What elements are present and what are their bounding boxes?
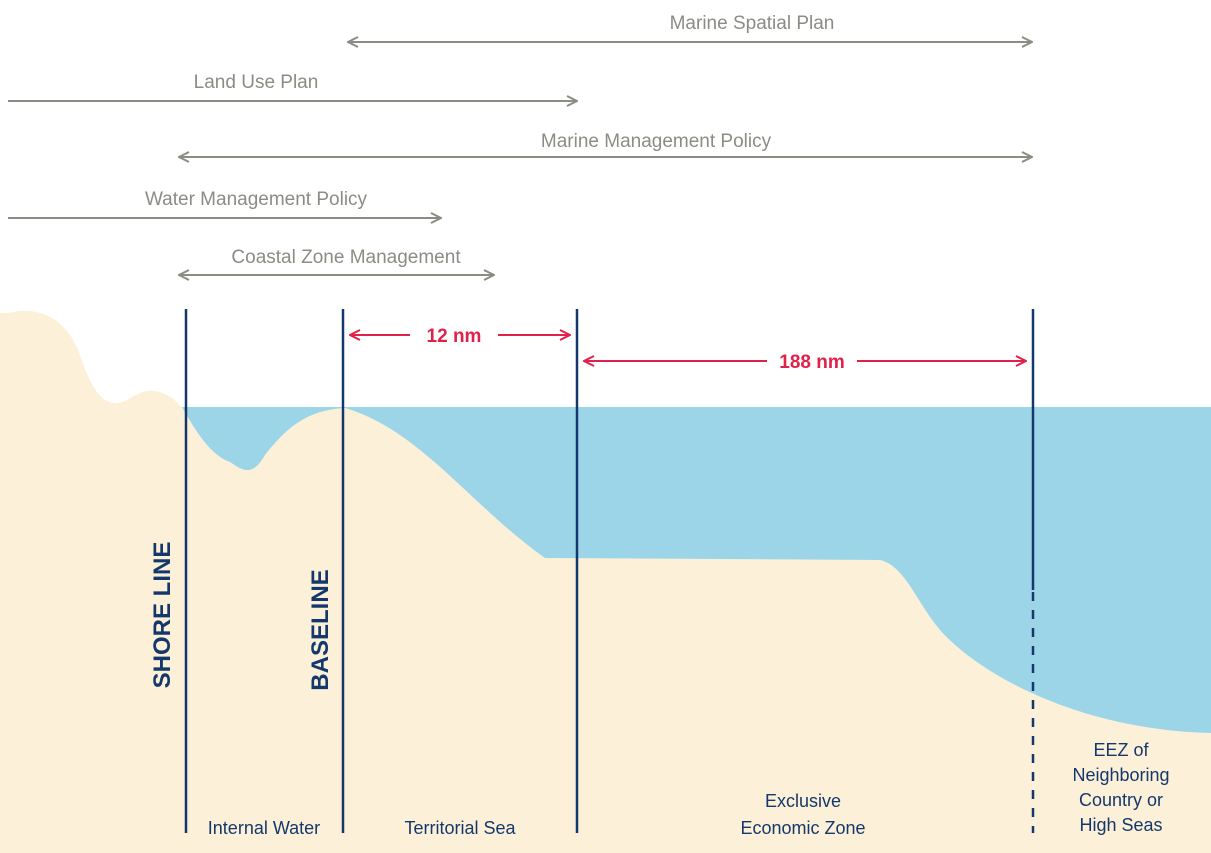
zone-labels: Internal Water Territorial Sea Exclusive… [208, 740, 1170, 838]
distance-arrows: 12 nm 188 nm [350, 326, 1026, 373]
marine-management-policy-label: Marine Management Policy [541, 131, 772, 152]
high-seas-label-line-1: EEZ of [1093, 740, 1149, 760]
eez-distance-label: 188 nm [779, 352, 844, 373]
shore-line-label: SHORE LINE [149, 542, 176, 689]
land-and-seabed [0, 310, 1211, 853]
coastal-zone-management-label: Coastal Zone Management [231, 247, 461, 268]
plan-arrows [8, 42, 1032, 275]
water-management-policy-label: Water Management Policy [145, 189, 368, 210]
high-seas-label-line-3: Country or [1079, 790, 1163, 810]
territorial-sea-label: Territorial Sea [404, 818, 516, 838]
eez-label-line-1: Exclusive [765, 791, 841, 811]
boundary-lines [184, 309, 1035, 833]
baseline-label: BASELINE [307, 569, 334, 690]
land-use-plan-label: Land Use Plan [194, 72, 319, 93]
territorial-distance-label: 12 nm [427, 326, 482, 347]
eez-label-line-2: Economic Zone [740, 818, 865, 838]
plan-labels: Marine Spatial Plan Land Use Plan Marine… [145, 13, 834, 268]
marine-spatial-plan-label: Marine Spatial Plan [670, 13, 835, 34]
high-seas-label-line-4: High Seas [1079, 815, 1162, 835]
high-seas-label-line-2: Neighboring [1072, 765, 1169, 785]
internal-water-label: Internal Water [208, 818, 320, 838]
